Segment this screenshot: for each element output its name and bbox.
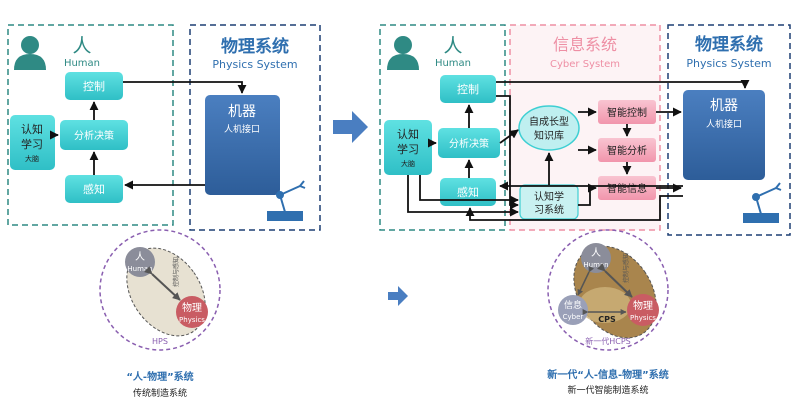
physics-sub-right: Physics System <box>686 57 771 70</box>
machine-title-right: 机器 <box>710 98 738 114</box>
human-title-right: 人 <box>443 35 462 57</box>
hps-arrow-label: 控制与感知 <box>172 257 180 287</box>
hps-caption: “人-物理”系统 <box>126 370 193 383</box>
hcps-subcaption: 新一代智能制造系统 <box>567 384 648 396</box>
cyber-sub: Cyber System <box>550 59 620 70</box>
hps-physics-node <box>176 296 208 328</box>
cog-line1: 认知学 <box>534 190 564 203</box>
perception-label-left: 感知 <box>83 182 105 196</box>
smart-analysis-box <box>598 138 656 162</box>
hcps-cyber-en: Cyber <box>563 313 584 321</box>
learning-line2-right: 学习 <box>397 142 419 156</box>
hcps-caption: 新一代“人-信息-物理”系统 <box>547 368 668 381</box>
knowledge-line1: 自成长型 <box>529 115 569 128</box>
learning-box-right <box>384 120 432 175</box>
robot-arm-icon <box>267 180 306 221</box>
hcps-cyber: 信息 <box>564 299 582 311</box>
hcps-arrow-label: 控制与感知 <box>622 253 630 283</box>
learning-box-left <box>10 115 55 170</box>
learning-line1-right: 认知 <box>397 127 419 141</box>
left-panel: 人 Human 物理系统 Physics System 控制 分析决策 认知 学… <box>7 24 321 231</box>
knowledge-base <box>518 105 580 151</box>
smart-analysis-label: 智能分析 <box>607 144 647 157</box>
analysis-label-left: 分析决策 <box>74 129 114 142</box>
smart-info-box <box>598 176 656 200</box>
small-transition-arrow <box>388 286 408 306</box>
control-box-left <box>65 72 123 100</box>
smart-control-label: 智能控制 <box>607 106 647 119</box>
physics-title-left: 物理系统 <box>221 36 289 57</box>
knowledge-line2: 知识库 <box>534 129 564 142</box>
physics-sub-left: Physics System <box>212 58 297 71</box>
learning-small-right: 大脑 <box>401 159 415 168</box>
hcps-ring-label: 新一代HCPS <box>585 336 631 346</box>
human-title-left: 人 <box>72 35 91 57</box>
hps-ring-label: HPS <box>152 337 168 346</box>
hps-human: 人 <box>135 251 145 263</box>
analysis-box-right <box>438 128 500 158</box>
machine-box-left <box>205 95 280 195</box>
perception-box-right <box>440 178 496 206</box>
cyber-title: 信息系统 <box>553 35 617 54</box>
control-box-right <box>440 75 496 103</box>
smart-info-label: 智能信息 <box>607 182 647 195</box>
hcps-cps: CPS <box>598 315 616 324</box>
machine-sub-left: 人机接口 <box>224 123 260 135</box>
analysis-label-right: 分析决策 <box>449 137 489 150</box>
learning-line1-left: 认知 <box>21 122 43 136</box>
hcps-physics: 物理 <box>633 299 653 312</box>
machine-sub-right: 人机接口 <box>706 118 742 130</box>
human-sub-left: Human <box>64 58 100 69</box>
hps-physics: 物理 <box>182 301 202 314</box>
hps-ring <box>99 229 221 351</box>
robot-arm-icon-right <box>743 182 782 223</box>
hps-diagram: 人 Human 物理 Physics 控制与感知 HPS “人-物理”系统 传统… <box>99 229 221 399</box>
person-icon <box>14 36 46 70</box>
perception-box-left <box>65 175 123 203</box>
learning-small-left: 大脑 <box>25 154 39 163</box>
physics-title-right: 物理系统 <box>695 34 763 55</box>
hcps-ring <box>547 229 669 351</box>
hps-ellipse <box>126 247 206 337</box>
control-label-left: 控制 <box>83 79 105 93</box>
smart-control-box <box>598 100 656 124</box>
machine-box-right <box>683 90 765 180</box>
perception-label-right: 感知 <box>457 185 479 199</box>
human-sub-right: Human <box>435 58 471 69</box>
cog-line2: 习系统 <box>534 203 564 216</box>
hps-human-en: Human <box>127 265 152 273</box>
hcps-cyber-node <box>558 295 588 325</box>
hps-subcaption: 传统制造系统 <box>133 387 187 399</box>
hcps-physics-node <box>627 294 659 326</box>
hcps-human-en: Human <box>583 261 608 269</box>
hcps-human: 人 <box>591 247 601 259</box>
control-label-right: 控制 <box>457 82 479 96</box>
right-panel: 人 Human 信息系统 Cyber System 物理系统 Physics S… <box>379 24 791 236</box>
hcps-physics-en: Physics <box>630 314 656 322</box>
learning-line2-left: 学习 <box>21 137 43 151</box>
hcps-diagram: 人 Human 物理 Physics 信息 Cyber CPS 控制与感知 新一… <box>547 229 669 396</box>
machine-title-left: 机器 <box>228 104 256 120</box>
hps-physics-en: Physics <box>179 316 205 324</box>
transition-arrow <box>333 111 368 143</box>
analysis-box-left <box>60 120 128 150</box>
person-icon-right <box>387 36 419 70</box>
